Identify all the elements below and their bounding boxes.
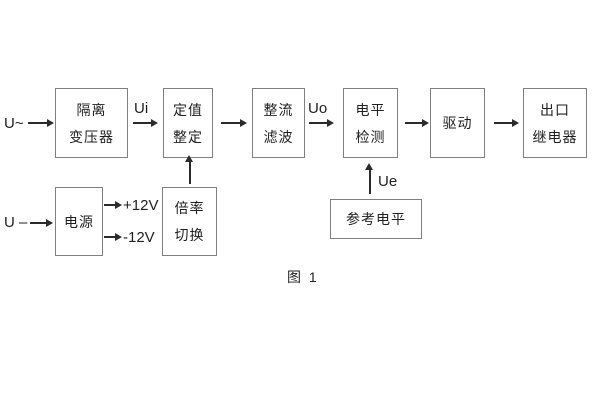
arrow-setting-to-rectifier [221, 119, 247, 126]
block-label: 整流 [263, 101, 294, 118]
block-label: 驱动 [442, 115, 473, 131]
label-rail-minus12v: -12V [123, 229, 155, 246]
label-rail-plus12v: +12V [123, 197, 159, 214]
arrow-rail-minus12v [104, 233, 122, 240]
block-level-detector: 电平 检测 [343, 88, 398, 158]
arrow-ue [366, 163, 372, 194]
block-label: 倍率 [174, 200, 205, 216]
arrow-input-ac [28, 119, 54, 126]
block-label: 滤波 [263, 128, 294, 145]
label-signal-ue: Ue [378, 173, 398, 190]
arrow-level-to-driver [405, 119, 429, 126]
block-label: 电平 [355, 101, 386, 118]
block-label: 定值 [173, 101, 203, 118]
block-reference-level: 参考电平 [330, 199, 422, 239]
block-label: 检测 [355, 128, 386, 145]
block-label: 电源 [64, 213, 94, 230]
block-label: 出口 [540, 101, 570, 118]
block-label: 参考电平 [346, 211, 406, 227]
block-output-relay: 出口 继电器 [523, 88, 587, 158]
block-setting-adjust: 定值 整定 [163, 88, 213, 158]
figure-caption: 图 1 [287, 269, 319, 285]
label-signal-ui: Ui [134, 100, 149, 117]
arrow-uo [309, 119, 334, 126]
block-label: 隔离 [76, 101, 107, 118]
arrow-input-dc [30, 219, 53, 226]
arrow-rail-plus12v [104, 201, 122, 208]
arrow-driver-to-relay [494, 119, 519, 126]
block-label: 变压器 [69, 128, 114, 145]
block-power-supply: 电源 [55, 187, 103, 256]
block-ratio-switch: 倍率 切换 [162, 187, 217, 256]
label-signal-uo: Uo [308, 100, 328, 117]
arrow-ui [133, 119, 158, 126]
block-rectifier-filter: 整流 滤波 [252, 88, 305, 158]
block-label: 继电器 [532, 128, 578, 145]
arrow-ratio-to-setting [186, 155, 192, 184]
label-input-dc: U – [4, 214, 28, 231]
block-isolation-transformer: 隔离 变压器 [55, 88, 128, 158]
block-label: 整定 [173, 128, 203, 145]
block-driver: 驱动 [430, 88, 485, 158]
label-input-ac: U~ [4, 115, 24, 132]
block-label: 切换 [174, 227, 205, 243]
